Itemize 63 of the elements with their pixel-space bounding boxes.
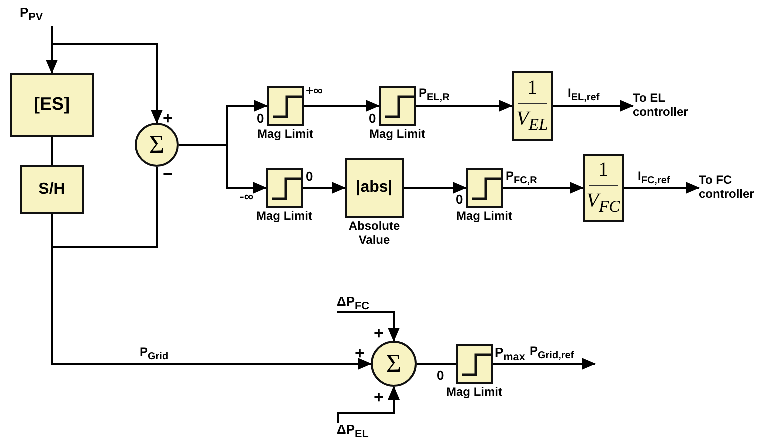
limit-label: +∞: [306, 84, 323, 97]
sign-label: +: [355, 345, 365, 362]
block-caption: Mag Limit: [446, 386, 504, 400]
limiter-block: [266, 168, 303, 208]
summing-junction: [135, 123, 179, 167]
edge-label: P$_{Grid,ref}$: [530, 345, 574, 362]
signal-arrow: [416, 100, 513, 112]
block-caption: Mag Limit: [256, 128, 314, 142]
edge-label: P$_{Grid}$: [140, 346, 169, 362]
signal-arrow: [179, 144, 267, 194]
block: [20, 165, 84, 214]
edge-label: I$_{FC,ref}$: [638, 170, 670, 186]
function-block: [345, 158, 404, 218]
limit-label: 0: [257, 112, 264, 125]
limit-label: 0: [306, 170, 314, 183]
gain-block: [512, 71, 553, 141]
gain-block: [583, 154, 624, 222]
denominator: V$_{FC}$: [586, 190, 620, 217]
block-caption: Absolute Value: [348, 220, 402, 248]
edge-label: P$_{FC,R}$: [506, 170, 538, 186]
signal-arrow: [51, 26, 163, 124]
numerator: 1: [598, 159, 608, 182]
signal-arrow: [493, 358, 596, 370]
signal-label: ΔP$_{FC}$: [337, 295, 375, 311]
sign-label: −: [163, 166, 173, 183]
block-label: S/H: [38, 180, 66, 198]
signal-label: ΔP$_{EL}$: [337, 423, 375, 439]
signal-arrow: [304, 100, 380, 112]
block-caption: Mag Limit: [456, 210, 514, 224]
sigma-symbol: Σ: [386, 350, 402, 378]
limit-label: -∞: [240, 190, 254, 203]
block-label: |abs|: [356, 179, 393, 197]
signal-label: To FC controller: [699, 174, 762, 208]
limiter-block: [379, 86, 416, 126]
limiter-block: [456, 344, 493, 384]
edge-label: I$_{EL,ref}$: [568, 87, 600, 104]
summing-junction: [371, 341, 417, 387]
block-label: [ES]: [34, 95, 70, 115]
edge-label: P$_{EL,R}$: [419, 87, 450, 104]
sigma-symbol: Σ: [149, 130, 165, 160]
signal-arrow: [553, 100, 634, 112]
block-caption: Mag Limit: [368, 128, 426, 142]
signal-arrow: [337, 386, 400, 423]
signal-arrow: [624, 182, 700, 194]
denominator: V$_{EL}$: [516, 108, 548, 135]
sign-label: +: [374, 389, 384, 406]
limit-label: P$_{max}$: [495, 346, 526, 364]
limit-label: 0: [369, 112, 376, 125]
signal-arrow: [337, 310, 400, 342]
signal-label: To EL controller: [633, 92, 705, 126]
numerator: 1: [528, 77, 538, 100]
limiter-block: [466, 168, 503, 208]
sign-label: +: [163, 110, 173, 127]
signal-label: P$_{PV}$: [20, 6, 54, 26]
signal-arrow: [503, 182, 584, 194]
limit-label: 0: [456, 193, 464, 206]
sign-label: +: [374, 325, 384, 342]
signal-arrow: [404, 182, 467, 194]
limit-label: 0: [437, 369, 444, 382]
limiter-block: [267, 86, 304, 126]
signal-arrow: [303, 182, 346, 194]
block-caption: Mag Limit: [256, 210, 314, 224]
block: [10, 73, 94, 137]
